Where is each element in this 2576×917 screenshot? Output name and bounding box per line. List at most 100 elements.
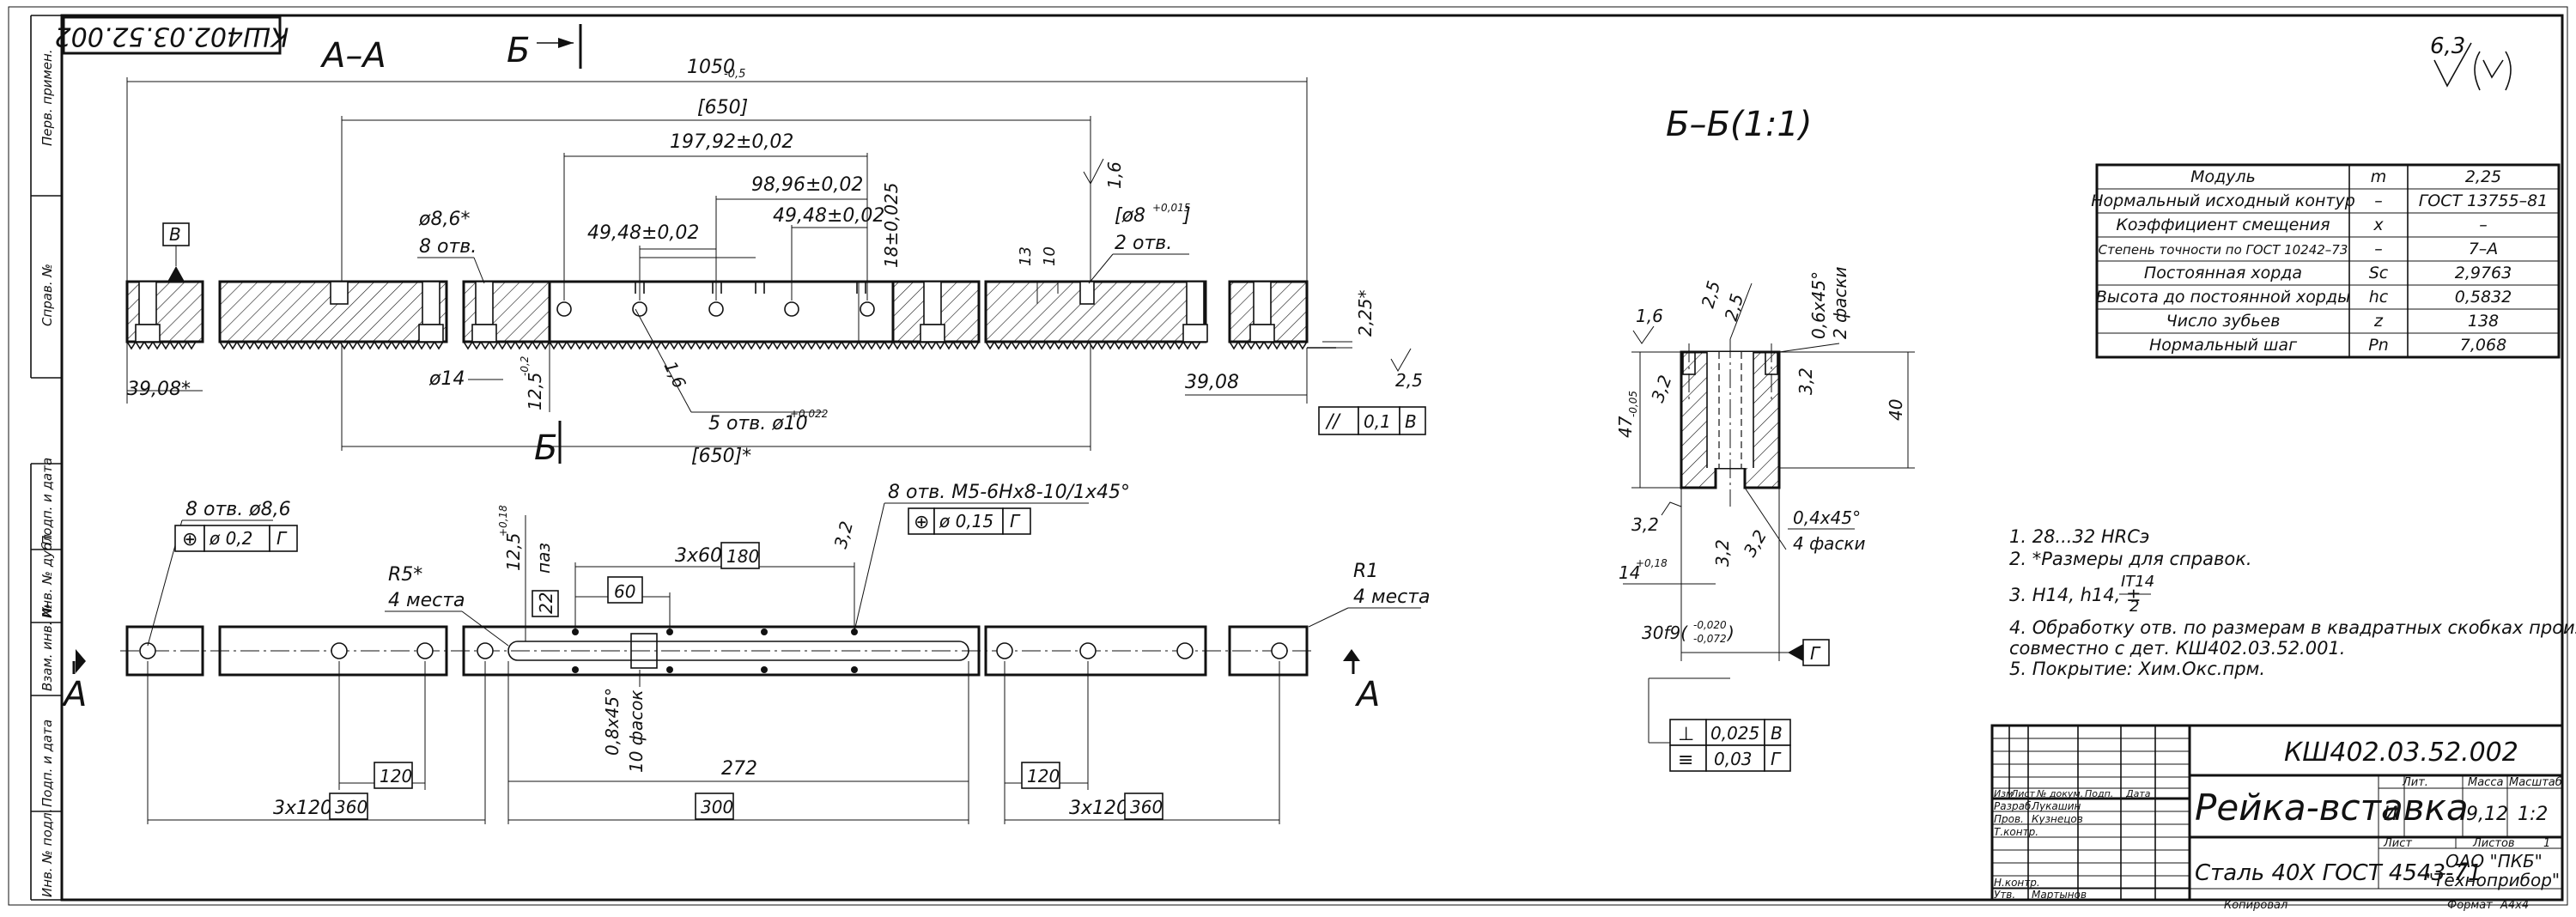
side-label-dubl: Инв. № дубл.: [39, 530, 55, 618]
chamfer-plan-count: 10 фасок: [626, 690, 647, 773]
section-a-a: А–А Б Б: [125, 24, 1426, 468]
dim-3908-right: 39,08: [1185, 372, 1239, 393]
hole-86-label: ø8,6*: [418, 209, 470, 230]
gear-table-symbol: hc: [2369, 288, 2389, 307]
note-4b: совместно с дет. КШ402.03.52.001.: [2009, 638, 2345, 659]
position2-value: ø 0,15: [939, 511, 993, 531]
format-label: Формат: [2447, 899, 2493, 912]
sheet-label: Лист: [2383, 837, 2412, 850]
copied-label: Копировал: [2224, 899, 2287, 912]
position-value: ø 0,2: [209, 528, 252, 549]
bb-dim-30-up: -0,020: [1693, 619, 1727, 631]
bb-dim-30: 30f9(: [1642, 622, 1688, 643]
side-label-podp2: Подп. и дата: [39, 720, 55, 807]
dim-650-star: [650]*: [691, 446, 751, 467]
plan-dim-60: 60: [614, 581, 635, 602]
note-3-num: IT14: [2121, 573, 2154, 591]
gear-table-symbol: –: [2374, 240, 2383, 258]
gear-table-value: –: [2479, 216, 2488, 234]
sheets-label: Листов: [2472, 837, 2515, 850]
hole-8-label: [ø8: [1115, 205, 1145, 227]
number-box-top: [62, 15, 282, 55]
bb-dim-14: 14: [1619, 562, 1640, 583]
dim-197: 197,92±0,02: [670, 131, 793, 153]
gear-table-param: Коэффициент смещения: [2116, 216, 2330, 234]
cut-letter-b-bottom: Б: [534, 428, 557, 468]
name-razrab: Лукашин: [2031, 800, 2081, 812]
gear-table-symbol: –: [2374, 191, 2383, 210]
bb-chamfer-06: 0,6х45°: [1808, 271, 1829, 339]
hole-8-count: 2 отв.: [1115, 233, 1172, 254]
dim-225: 2,25*: [1355, 289, 1376, 337]
bb-chamfer-04: 0,4х45°: [1793, 507, 1861, 528]
role-tkontr: Т.контр.: [1994, 826, 2038, 838]
gear-table-param: Число зубьев: [2166, 312, 2281, 331]
side-label-podp1: Подп. и дата: [39, 458, 55, 545]
col-date: Дата: [2125, 788, 2151, 799]
gear-table-value: 2,25: [2465, 167, 2501, 186]
dim-13: 13: [1017, 246, 1035, 266]
role-razrab: Разраб.: [1994, 800, 2034, 812]
gear-table-value: ГОСТ 13755–81: [2419, 191, 2549, 210]
bb-datum-g: Г: [1810, 643, 1821, 664]
note-1: 1. 28...32 HRCэ: [2009, 526, 2149, 547]
chamfer-plan: 0,8х45°: [602, 688, 623, 756]
mass-value: 9,12: [2466, 804, 2508, 825]
rough-general-value: 6,3: [2430, 33, 2465, 59]
role-nkontr: Н.контр.: [1994, 877, 2040, 889]
dim-98: 98,96±0,02: [751, 174, 863, 196]
dim-18: 18±0,025: [881, 183, 902, 268]
dim-125-section-tol: -0,2: [519, 356, 531, 376]
col-doc: № докум.: [2036, 788, 2083, 799]
left-side-stamp: Перв. примен. Справ. № Подп. и дата Инв.…: [30, 15, 62, 901]
bb-rough-25a: 2,5: [1698, 278, 1724, 310]
holes-10-label: 5 отв. ø10: [708, 413, 808, 434]
side-label-sprav: Справ. №: [39, 264, 55, 326]
name-prov: Кузнецов: [2032, 813, 2083, 825]
position-datum: Г: [276, 528, 288, 549]
hole-8-close: ]: [1182, 205, 1191, 227]
section-holes: [135, 281, 1275, 343]
section-b-b: Б–Б(1:1) 1,6 2,5 2,5 0,6х45° 2 фаски 3,2…: [1615, 105, 1915, 772]
bb-rough-32c: 3,2: [1631, 514, 1659, 535]
section-aa-title: А–А: [319, 36, 386, 76]
bb-rough-32a: 3,2: [1647, 373, 1675, 405]
gear-table-symbol: Pn: [2368, 336, 2389, 355]
bb-dim-47-tol: -0,05: [1627, 391, 1639, 417]
org-line-1: ОАО "ПКБ": [2445, 851, 2543, 871]
plan-dim-120-left: 120: [380, 766, 412, 786]
rough-16-top: 1,6: [1104, 161, 1125, 189]
r1-count: 4 места: [1353, 586, 1431, 608]
bb-dim-47: 47: [1615, 416, 1636, 438]
position2-symbol: ⊕: [914, 512, 929, 533]
perp-value: 0,025: [1710, 723, 1759, 744]
title-doc-number: КШ402.03.52.002: [2284, 738, 2518, 768]
bb-chamfer-06-count: 2 фаски: [1830, 266, 1850, 339]
bb-dim-14-tol: +0,18: [1636, 557, 1668, 569]
bb-rough-25b: 2,5: [1721, 291, 1747, 323]
sheets-value: 1: [2543, 837, 2550, 850]
side-label-podl: Инв. № подл.: [39, 809, 55, 897]
r5-count: 4 места: [388, 590, 465, 611]
r5-label: R5*: [388, 564, 422, 586]
gear-table-param: Нормальный шаг: [2149, 336, 2298, 355]
gear-table-value: 0,5832: [2455, 288, 2512, 307]
bb-dim-30-close: ): [1726, 622, 1735, 643]
holes-10-tol: +0,022: [790, 408, 828, 420]
gear-table-value: 7,068: [2460, 336, 2506, 355]
gear-table-symbol: m: [2371, 167, 2387, 186]
plan-holes-label: 8 отв. ø8,6: [185, 499, 291, 520]
sym-symbol: ≡: [1678, 750, 1693, 771]
gear-table-value: 138: [2468, 312, 2499, 331]
cut-a-right: А: [1354, 675, 1380, 714]
perp-datum: В: [1771, 723, 1783, 744]
drawing-frame: [60, 14, 2564, 902]
plan-dim-125-tol: +0,18: [497, 505, 509, 537]
parallel-symbol: //: [1325, 411, 1341, 433]
dim-650: [650]: [697, 97, 748, 118]
role-prov: Пров.: [1994, 813, 2024, 825]
gear-table-param: Степень точности по ГОСТ 10242–73: [2099, 242, 2348, 258]
hole-8-tol: +0,015: [1152, 202, 1190, 214]
